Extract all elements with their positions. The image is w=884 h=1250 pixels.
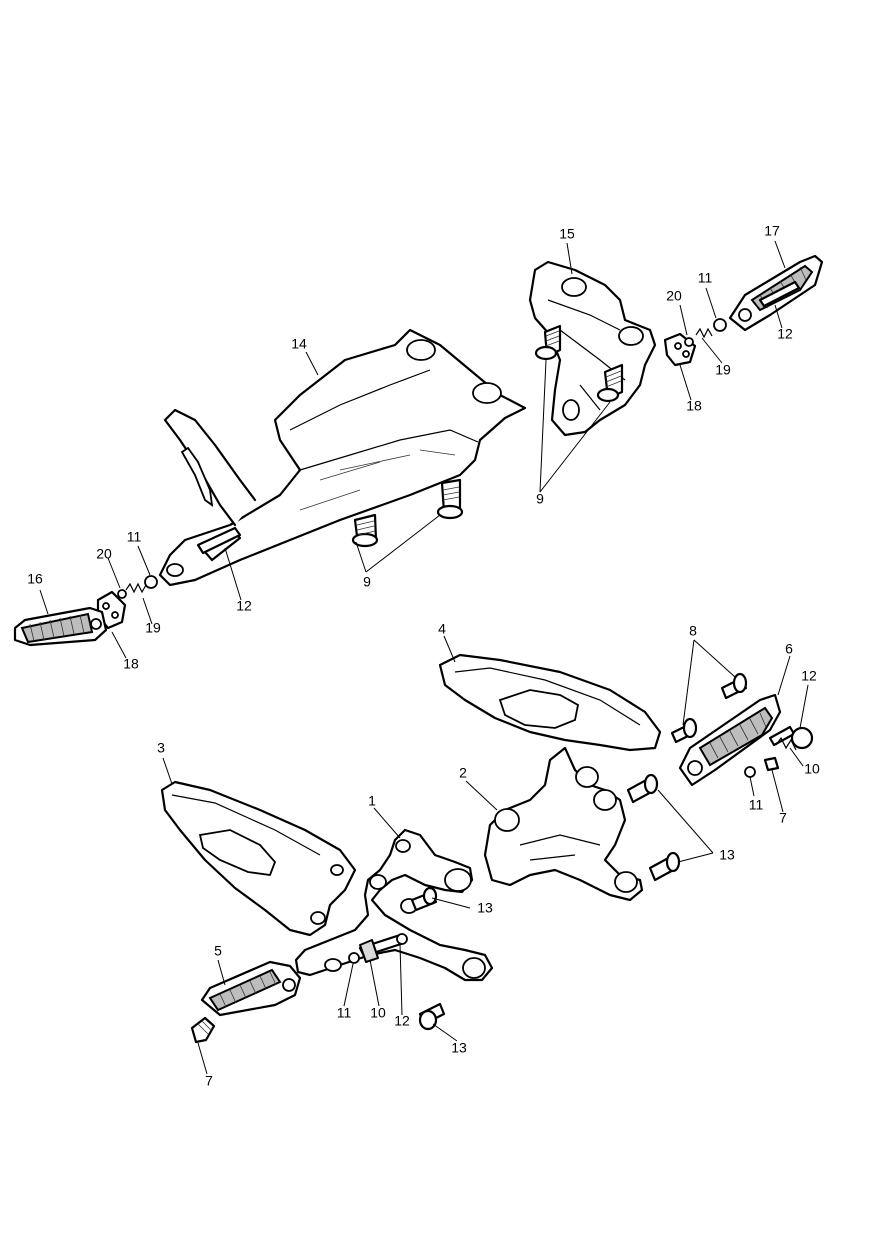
callout-13-right: 13 xyxy=(719,847,735,863)
part-7-rubber-end-right xyxy=(763,756,780,772)
bolt-13-left-a xyxy=(410,886,438,912)
part-16-footpeg-left xyxy=(13,606,108,647)
cap-12-right xyxy=(790,726,814,750)
bolt-8-b xyxy=(670,717,698,744)
part-11-clip-right xyxy=(713,318,727,332)
callout-12-right-lower: 12 xyxy=(801,668,817,684)
part-11-clip-left-lower xyxy=(348,952,360,964)
part-10-spring-left xyxy=(359,939,379,963)
callout-18-top-right: 18 xyxy=(686,398,702,414)
bolt-9-left-a xyxy=(351,513,379,548)
bolt-13-right-a xyxy=(626,773,659,804)
callout-20-top-right: 20 xyxy=(666,288,682,304)
callout-2: 2 xyxy=(459,765,467,781)
part-1-hanger-plate-left xyxy=(294,828,494,982)
part-14-hanger-bracket xyxy=(158,328,527,587)
part-11-clip-right-lower xyxy=(744,766,756,778)
bolt-9-right-a xyxy=(534,324,562,361)
callout-11-top-right: 11 xyxy=(698,270,713,286)
callout-7-left: 7 xyxy=(205,1073,213,1089)
part-4-heel-guard-right xyxy=(438,653,662,752)
callout-9-top-right: 9 xyxy=(536,491,544,507)
bolt-8-a xyxy=(720,672,748,700)
callout-12-top-right: 12 xyxy=(777,326,793,342)
callout-10-right: 10 xyxy=(804,761,820,777)
bolt-9-right-b xyxy=(596,363,624,403)
callout-14: 14 xyxy=(291,336,307,352)
callout-4: 4 xyxy=(438,621,446,637)
part-12-pin-right-lower xyxy=(768,725,796,747)
callout-6: 6 xyxy=(785,641,793,657)
callout-15: 15 xyxy=(559,226,575,242)
part-7-rubber-end-left xyxy=(190,1016,216,1044)
callout-12-left-lower: 12 xyxy=(394,1013,410,1029)
callout-18-top-left: 18 xyxy=(123,656,139,672)
callout-17: 17 xyxy=(764,223,780,239)
part-2-hanger-plate-right xyxy=(483,746,644,902)
part-15-hanger-bracket-right xyxy=(528,260,657,437)
part-20-ball-left xyxy=(117,589,127,599)
bolt-13-right-b xyxy=(648,851,681,882)
callout-1: 1 xyxy=(368,793,376,809)
bolt-9-left-b xyxy=(436,478,464,520)
callout-5: 5 xyxy=(214,943,222,959)
callout-11-left-lower: 11 xyxy=(337,1005,352,1021)
part-19-spring-left xyxy=(125,582,147,594)
callout-8: 8 xyxy=(689,623,697,639)
callout-19-top-right: 19 xyxy=(715,362,731,378)
callout-13-bottom: 13 xyxy=(451,1040,467,1056)
callout-labels: 14 15 17 11 20 12 19 18 9 11 20 16 9 12 … xyxy=(27,223,820,1089)
part-20-ball-right xyxy=(684,337,694,347)
callout-19-top-left: 19 xyxy=(145,620,161,636)
part-3-heel-guard-left xyxy=(160,780,357,937)
part-12-pin-right-top xyxy=(758,280,801,308)
callout-3: 3 xyxy=(157,740,165,756)
part-11-clip-left xyxy=(144,575,158,589)
callout-10-left: 10 xyxy=(370,1005,386,1021)
bolt-13-left-b xyxy=(418,1002,446,1031)
callout-16: 16 xyxy=(27,571,43,587)
part-6-footpeg-right xyxy=(678,693,782,787)
callout-20-top-left: 20 xyxy=(96,546,112,562)
callout-13-middle: 13 xyxy=(477,900,493,916)
part-5-footpeg-left-lower xyxy=(200,960,302,1017)
part-19-spring-right xyxy=(695,327,713,339)
callout-7-right: 7 xyxy=(779,810,787,826)
leader-lines xyxy=(39,240,809,1075)
callout-11-top-left: 11 xyxy=(127,529,142,545)
callout-9-top-left: 9 xyxy=(363,574,371,590)
callout-11-right-lower: 11 xyxy=(749,797,764,813)
part-12-pin-left xyxy=(196,526,242,555)
part-18-detent-plate-left xyxy=(96,590,127,630)
callout-12-top-left: 12 xyxy=(236,598,252,614)
